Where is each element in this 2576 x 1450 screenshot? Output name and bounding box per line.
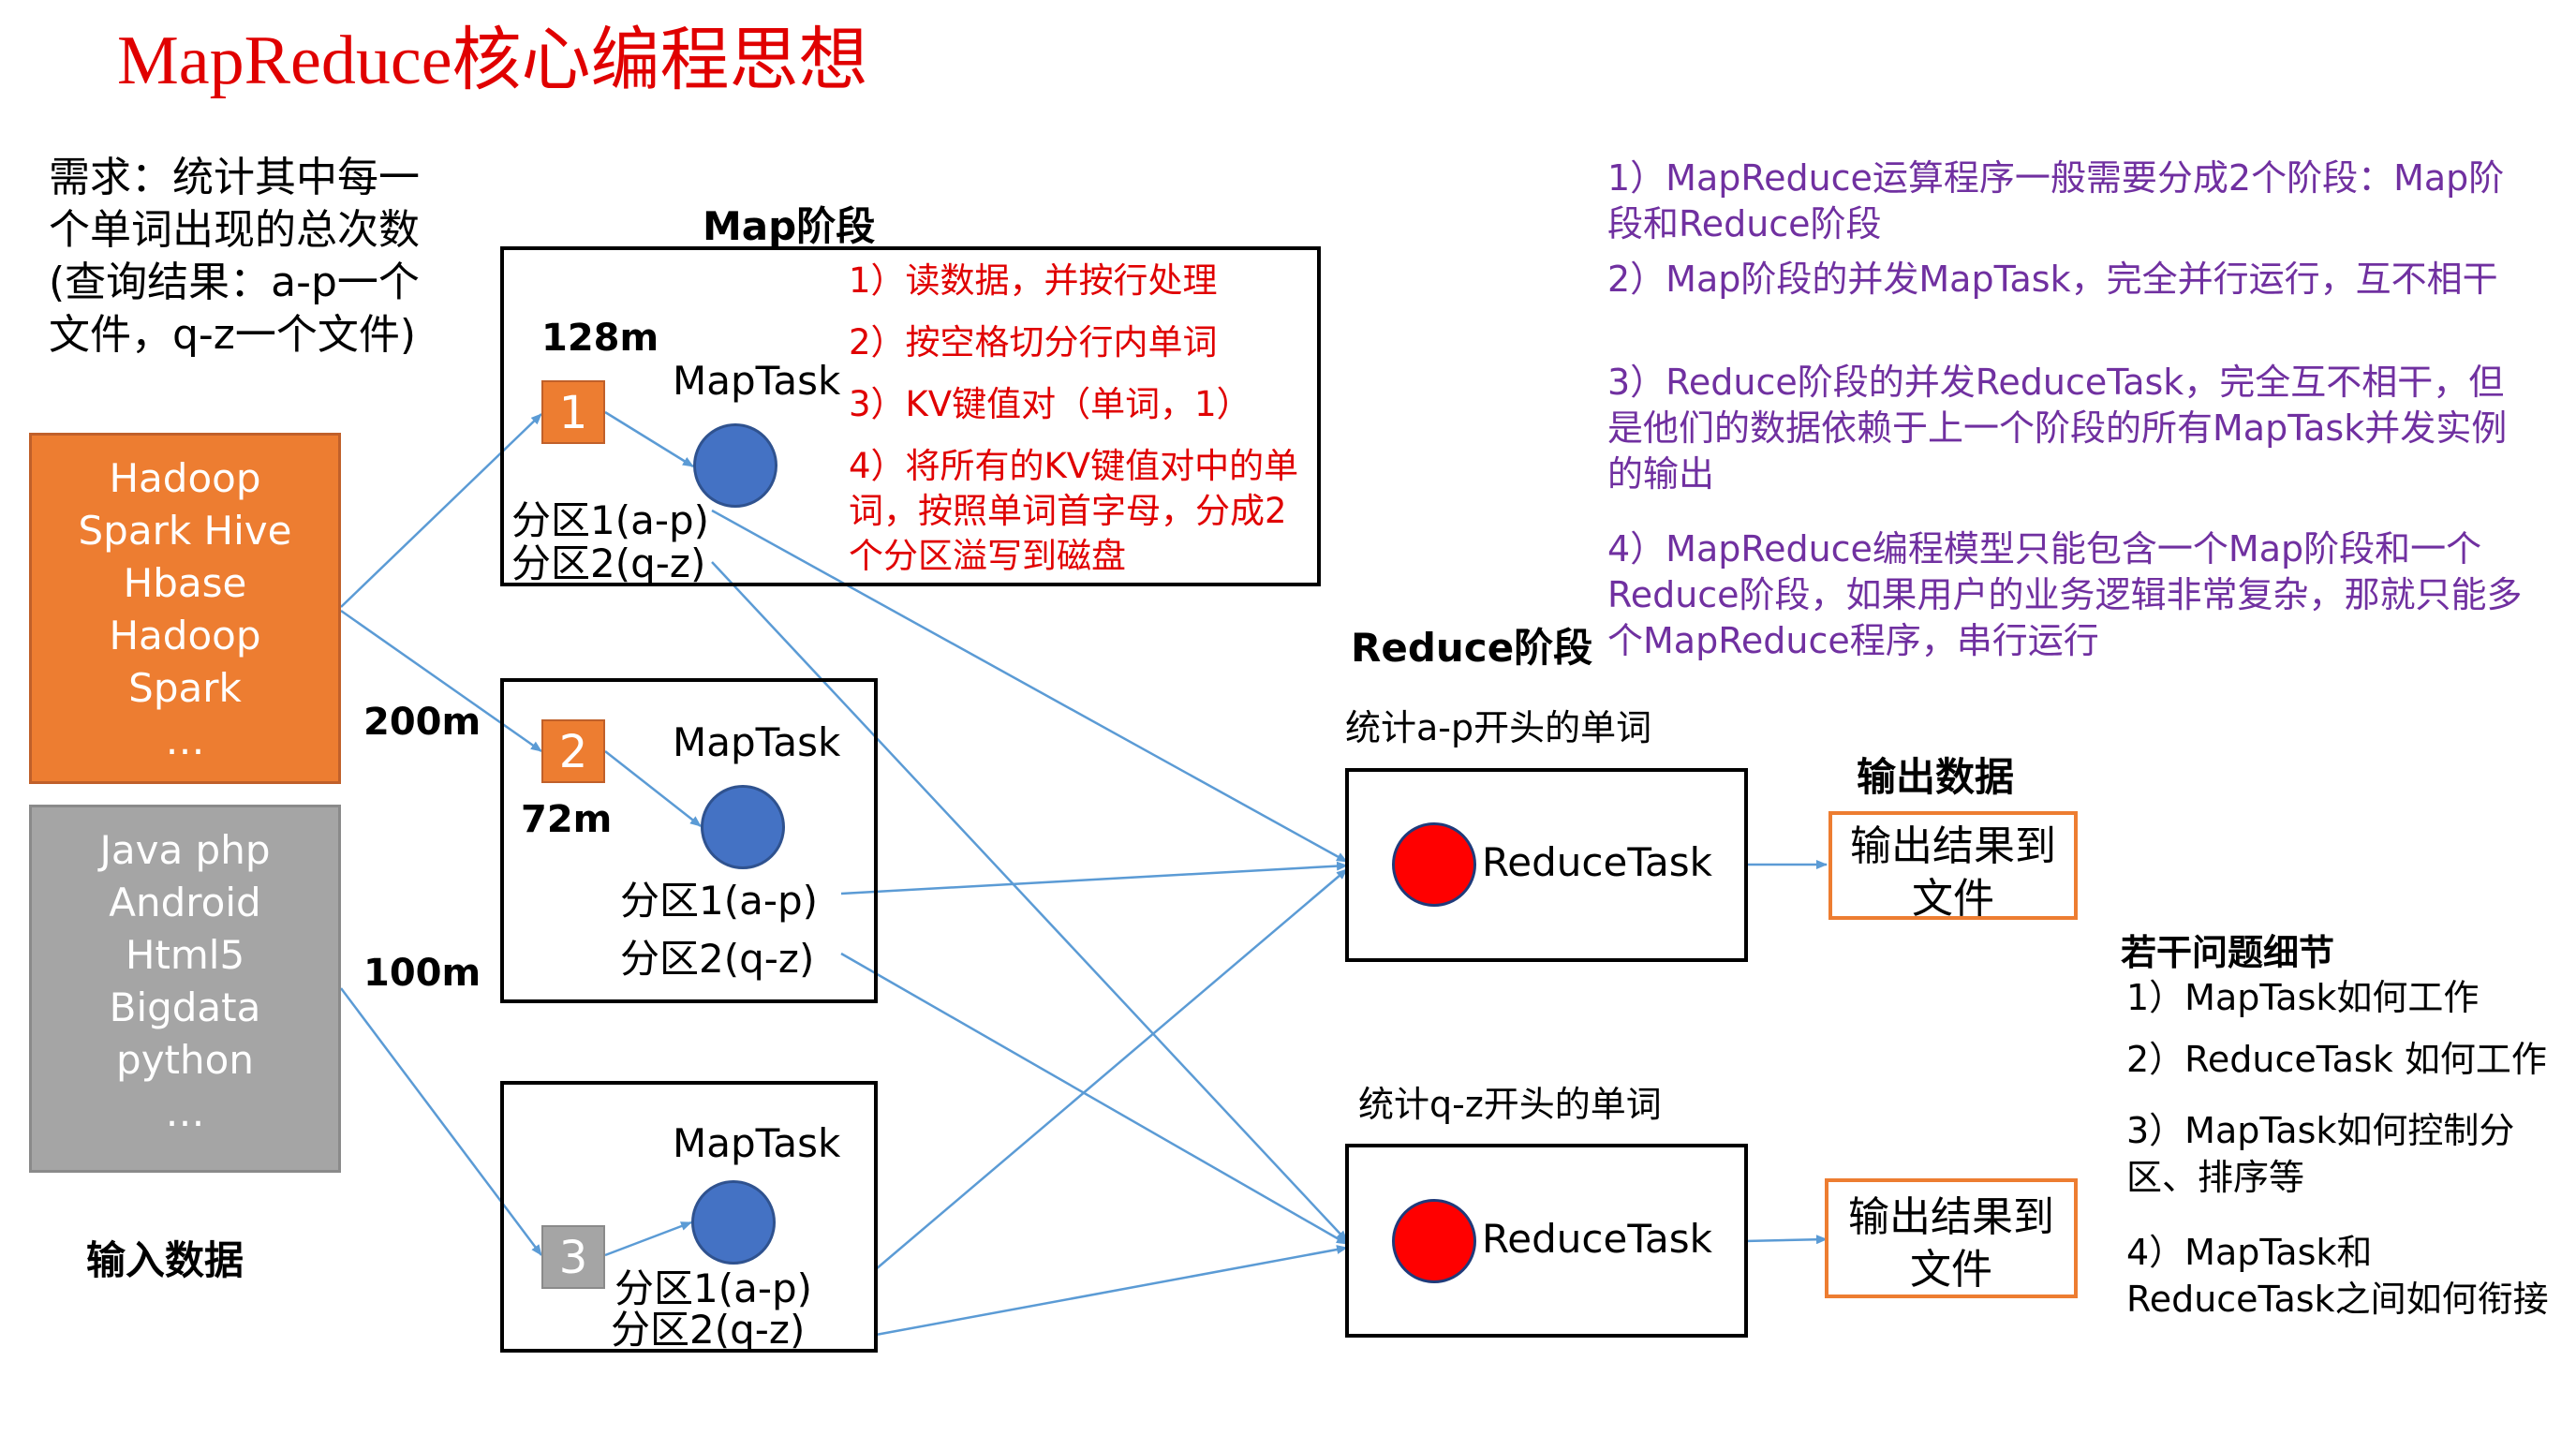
page-title: MapReduce核心编程思想 bbox=[117, 22, 868, 99]
reduce-task-node-1 bbox=[1392, 822, 1476, 907]
split-2: 2 bbox=[541, 719, 605, 783]
arrow-split1-map1 bbox=[604, 410, 694, 468]
arrow-map1-reduce2 bbox=[711, 561, 1348, 1242]
note-1: 1）MapReduce运算程序一般需要分成2个阶段：Map阶段和Reduce阶段 bbox=[1607, 157, 2505, 244]
map-step-2: 2）按空格切分行内单词 bbox=[849, 322, 1218, 362]
input-file-2-line: python bbox=[116, 1037, 254, 1083]
size-label-100m: 100m bbox=[363, 952, 481, 995]
input-data-label: 输入数据 bbox=[86, 1237, 244, 1283]
map-task-label-2: MapTask bbox=[673, 719, 841, 765]
map-stage-label: Map阶段 bbox=[703, 203, 876, 249]
arrow-reduce2-output2 bbox=[1743, 1235, 1828, 1245]
reduce-2-caption: 统计q-z开头的单词 bbox=[1358, 1084, 1662, 1125]
arrow-split2-map2 bbox=[604, 750, 702, 827]
map3-partition-1: 分区1(a-p) bbox=[614, 1265, 813, 1311]
output-data-label: 输出数据 bbox=[1857, 754, 2015, 800]
split-1: 1 bbox=[541, 380, 605, 444]
input-file-2-line: … bbox=[165, 1089, 205, 1135]
input-file-2-line: Bigdata bbox=[109, 984, 261, 1030]
input-file-1-line: Hbase bbox=[123, 560, 247, 606]
arrow-map3-reduce1 bbox=[875, 868, 1348, 1270]
arrow-map2-reduce1 bbox=[840, 861, 1348, 895]
reduce-task-node-2 bbox=[1392, 1199, 1476, 1283]
note-3: 3）Reduce阶段的并发ReduceTask，完全互不相干，但是他们的数据依赖… bbox=[1607, 362, 2508, 495]
map-task-node-1 bbox=[693, 423, 777, 508]
input-file-1-line: Spark bbox=[128, 665, 242, 711]
arrow-map2-reduce2 bbox=[840, 952, 1348, 1246]
map-step-1: 1）读数据，并按行处理 bbox=[849, 260, 1218, 301]
input-file-1-line: Hadoop bbox=[109, 613, 261, 658]
arrow-map3-reduce2 bbox=[875, 1245, 1348, 1337]
input-file-1-line: … bbox=[165, 718, 205, 763]
note-2: 2）Map阶段的并发MapTask，完全并行运行，互不相干 bbox=[1607, 259, 2498, 300]
map-step-3: 3）KV键值对（单词，1） bbox=[849, 384, 1251, 424]
map-task-label-1: MapTask bbox=[673, 358, 841, 404]
input-file-1-line: Spark Hive bbox=[78, 508, 292, 554]
output-box-2: 输出结果到文件 bbox=[1825, 1178, 2078, 1298]
note-4: 4）MapReduce编程模型只能包含一个Map阶段和一个Reduce阶段，如果… bbox=[1607, 528, 2523, 661]
arrow-file2-split3 bbox=[340, 987, 542, 1256]
reduce-stage-label: Reduce阶段 bbox=[1351, 625, 1593, 671]
arrow-file1-split2 bbox=[340, 609, 542, 753]
size-label-200m: 200m bbox=[363, 701, 481, 744]
reduce-1-caption: 统计a-p开头的单词 bbox=[1345, 707, 1652, 748]
arrow-split3-map3 bbox=[604, 1221, 692, 1257]
detail-4: 4）MapTask和ReduceTask之间如何衔接 bbox=[2126, 1232, 2549, 1320]
map3-partition-2: 分区2(q-z) bbox=[611, 1307, 806, 1353]
size-label-128m: 128m bbox=[541, 317, 659, 360]
map-task-box-3 bbox=[500, 1081, 878, 1353]
arrow-map1-reduce1 bbox=[711, 509, 1348, 864]
map2-partition-1: 分区1(a-p) bbox=[620, 878, 819, 924]
detail-1: 1）MapTask如何工作 bbox=[2126, 977, 2480, 1018]
map-task-node-3 bbox=[691, 1180, 776, 1265]
input-file-2: Java php Android Html5 Bigdata python … bbox=[29, 805, 341, 1173]
map-task-node-2 bbox=[701, 785, 785, 869]
details-title: 若干问题细节 bbox=[2121, 932, 2335, 973]
map1-partition-1: 分区1(a-p) bbox=[511, 497, 710, 543]
detail-2: 2）ReduceTask 如何工作 bbox=[2126, 1039, 2547, 1080]
split-3: 3 bbox=[541, 1225, 605, 1289]
input-file-1: Hadoop Spark Hive Hbase Hadoop Spark … bbox=[29, 433, 341, 784]
input-file-2-line: Html5 bbox=[125, 932, 245, 978]
arrow-file1-split1 bbox=[340, 413, 542, 608]
map-task-box-1 bbox=[500, 246, 1321, 586]
input-file-2-line: Java php bbox=[99, 827, 271, 873]
map-task-box-2 bbox=[500, 678, 878, 1003]
map1-partition-2: 分区2(q-z) bbox=[511, 540, 706, 586]
input-file-1-line: Hadoop bbox=[109, 455, 261, 501]
size-label-72m: 72m bbox=[521, 798, 613, 841]
input-file-2-line: Android bbox=[109, 880, 261, 925]
map2-partition-2: 分区2(q-z) bbox=[620, 936, 815, 982]
detail-3: 3）MapTask如何控制分区、排序等 bbox=[2126, 1110, 2515, 1198]
output-box-1: 输出结果到文件 bbox=[1828, 811, 2078, 923]
requirement-text: 需求：统计其中每一个单词出现的总次数(查询结果：a-p一个文件，q-z一个文件) bbox=[49, 154, 420, 359]
reduce-task-label-2: ReduceTask bbox=[1482, 1216, 1712, 1262]
map-task-label-3: MapTask bbox=[673, 1120, 841, 1166]
reduce-task-label-1: ReduceTask bbox=[1482, 839, 1712, 885]
map-step-4: 4）将所有的KV键值对中的单词，按照单词首字母，分成2个分区溢写到磁盘 bbox=[849, 446, 1299, 576]
